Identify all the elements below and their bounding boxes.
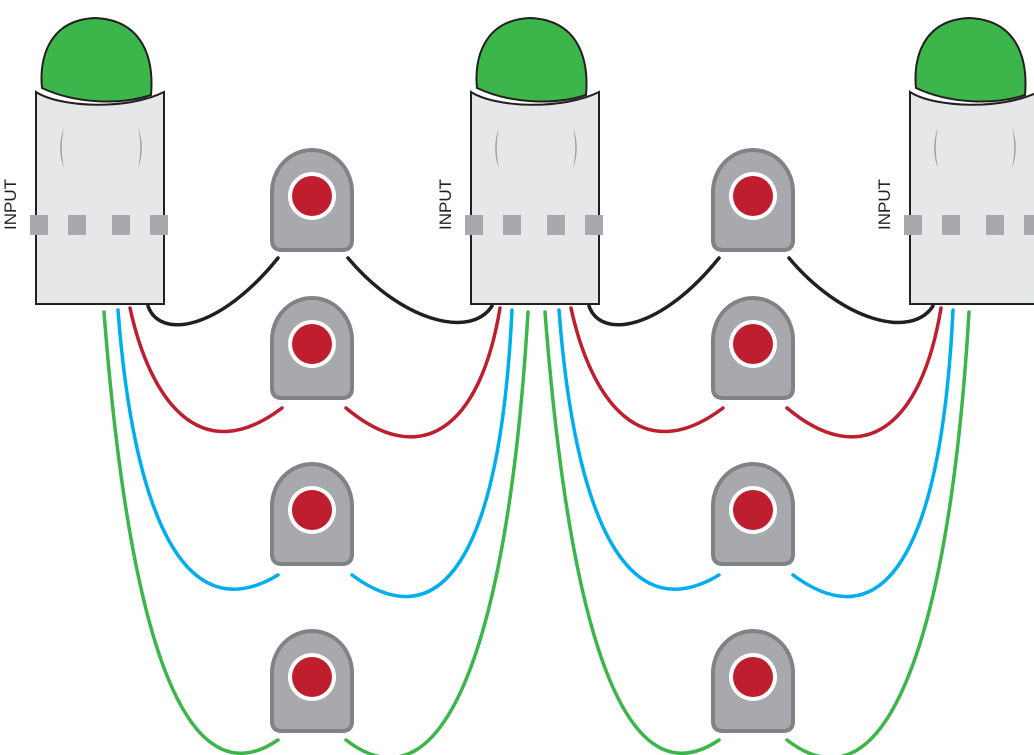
connector-pin [986,215,1004,235]
red-led-icon [292,490,332,530]
led-1-3 [270,462,354,566]
green-dome-icon [40,16,153,103]
red-led-icon [292,176,332,216]
wire-green-right-2 [785,310,971,755]
led-2-3 [711,462,795,566]
led-layer [270,148,795,733]
wire-blue-left-2 [557,308,721,591]
connector-pin [547,215,565,235]
wire-blue-right-1 [350,308,514,599]
crescent-mark-right [138,128,142,168]
crescent-mark-left [934,128,938,168]
input-label: INPUT [436,179,455,230]
connector-pin [68,215,86,235]
wire-red-right-2 [785,306,943,439]
wire-red-right-1 [344,306,502,439]
wire-red-left-1 [128,306,284,434]
wire-red-left-2 [569,306,725,434]
wire-green-left-1 [102,310,280,755]
connector-pin [904,215,922,235]
led-2-1 [711,148,795,252]
wire-black-left-1 [146,256,280,327]
crescent-mark-right [573,128,577,168]
red-led-icon [733,490,773,530]
connector-pin [585,215,603,235]
wire-green-left-2 [543,310,721,755]
wire-blue-left-1 [116,308,280,591]
controller-unit-3: INPUT [875,16,1034,305]
controller-unit-1: INPUT [1,16,168,305]
controller-layer: INPUT INPUT INPUT [1,16,1034,305]
crescent-mark-left [495,128,499,168]
wire-black-left-2 [587,256,721,327]
connector-pin [942,215,960,235]
input-label: INPUT [1,179,20,230]
red-led-icon [292,657,332,697]
controller-body [909,90,1034,305]
green-dome-icon [914,16,1027,103]
red-led-icon [733,657,773,697]
controller-unit-2: INPUT [436,16,603,305]
wire-blue-right-2 [791,308,955,599]
connector-pin [150,215,168,235]
connector-pin [112,215,130,235]
connector-pin [30,215,48,235]
red-led-icon [733,324,773,364]
controller-body [35,90,165,305]
led-1-1 [270,148,354,252]
led-1-2 [270,296,354,400]
led-1-4 [270,629,354,733]
wire-green-right-1 [344,310,530,755]
crescent-mark-right [1012,128,1016,168]
connector-pin [1024,215,1034,235]
red-led-icon [733,176,773,216]
red-led-icon [292,324,332,364]
crescent-mark-left [60,128,64,168]
wire-black-right-2 [787,256,935,325]
wire-layer [102,256,971,755]
led-2-4 [711,629,795,733]
wire-black-right-1 [346,256,494,325]
green-dome-icon [475,16,588,103]
controller-body [470,90,600,305]
input-label: INPUT [875,179,894,230]
connector-pin [465,215,483,235]
connector-pin [503,215,521,235]
led-2-2 [711,296,795,400]
